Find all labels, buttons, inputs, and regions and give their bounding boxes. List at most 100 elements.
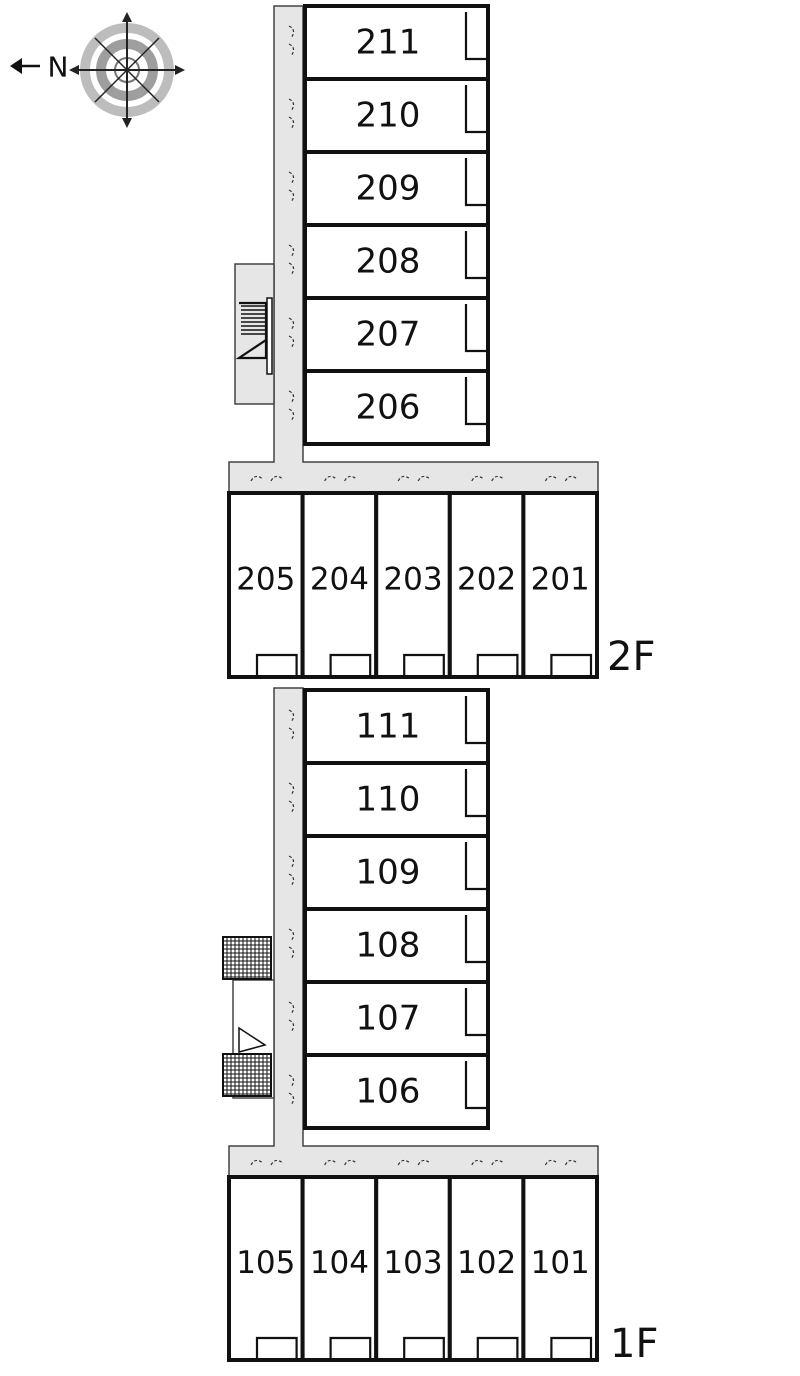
floor-1-stair-arrow	[238, 1026, 267, 1053]
unit-207[interactable]: 207	[288, 296, 490, 373]
door-icon	[250, 475, 284, 482]
compass-rose	[69, 12, 185, 128]
unit-205[interactable]: 205	[227, 475, 305, 679]
door-icon	[471, 1159, 505, 1166]
unit-number: 211	[356, 23, 421, 63]
door-icon	[288, 317, 295, 349]
unit-109[interactable]: 109	[288, 834, 490, 911]
unit-110[interactable]: 110	[288, 761, 490, 838]
balcony-box	[255, 1336, 298, 1360]
door-icon	[471, 475, 505, 482]
balcony-box	[403, 653, 445, 677]
door-icon	[288, 1074, 295, 1106]
unit-201[interactable]: 201	[521, 475, 600, 679]
floor-2-staircase	[235, 297, 273, 375]
unit-number: 102	[457, 1245, 516, 1281]
unit-number: 108	[356, 926, 421, 966]
door-icon	[250, 1159, 284, 1166]
unit-number: 105	[236, 1245, 295, 1281]
door-icon	[288, 171, 295, 203]
unit-number: 209	[356, 169, 421, 209]
door-icon	[397, 1159, 431, 1166]
balcony-notch	[464, 988, 488, 1037]
floor-2-plan: 211 210 209 208 207 206 205 204 203 202 201 2F	[227, 4, 655, 680]
balcony-box	[550, 1336, 593, 1360]
door-icon	[288, 390, 295, 422]
balcony-box	[255, 653, 298, 677]
unit-210[interactable]: 210	[288, 77, 490, 154]
floor-2-label: 2F	[607, 634, 655, 680]
balcony-box	[329, 653, 372, 677]
unit-102[interactable]: 102	[447, 1159, 526, 1362]
unit-209[interactable]: 209	[288, 150, 490, 227]
unit-111[interactable]: 111	[288, 688, 490, 765]
door-icon	[288, 244, 295, 276]
unit-108[interactable]: 108	[288, 907, 490, 984]
door-icon	[324, 475, 357, 482]
balcony-box	[329, 1336, 372, 1360]
unit-number: 206	[356, 388, 421, 428]
unit-number: 110	[356, 780, 421, 820]
balcony-box	[476, 1336, 519, 1360]
floor-1-label: 1F	[610, 1321, 658, 1367]
door-icon	[288, 782, 295, 814]
unit-number: 202	[457, 561, 516, 597]
balcony-notch	[464, 12, 488, 61]
door-icon	[288, 709, 295, 741]
door-icon	[397, 475, 431, 482]
balcony-box	[550, 653, 593, 677]
balcony-notch	[464, 231, 488, 280]
unit-number: 106	[356, 1072, 421, 1112]
unit-number: 201	[531, 561, 590, 597]
unit-number: 101	[531, 1245, 590, 1281]
north-label: N	[48, 51, 69, 84]
unit-number: 207	[356, 315, 421, 355]
floor-1-plan: 111 110 109 108 107 106 105 104 103 102 101 1F	[222, 687, 658, 1367]
unit-203[interactable]: 203	[374, 475, 452, 679]
balcony-notch	[464, 696, 488, 745]
balcony-notch	[464, 85, 488, 134]
balcony-notch	[464, 842, 488, 891]
unit-number: 205	[236, 561, 295, 597]
balcony-notch	[464, 377, 488, 426]
unit-number: 104	[310, 1245, 369, 1281]
door-icon	[544, 1159, 578, 1166]
north-arrow: N	[10, 51, 68, 84]
unit-106[interactable]: 106	[288, 1053, 490, 1130]
balcony-notch	[464, 769, 488, 818]
door-icon	[288, 928, 295, 960]
floor-1-grating-lower	[222, 1053, 272, 1097]
balcony-notch	[464, 1061, 488, 1110]
unit-208[interactable]: 208	[288, 223, 490, 300]
unit-104[interactable]: 104	[300, 1159, 379, 1362]
unit-number: 203	[383, 561, 442, 597]
unit-107[interactable]: 107	[288, 980, 490, 1057]
balcony-notch	[464, 158, 488, 207]
unit-number: 208	[356, 242, 421, 282]
door-icon	[288, 855, 295, 887]
balcony-box	[403, 1336, 445, 1360]
unit-number: 109	[356, 853, 421, 893]
unit-101[interactable]: 101	[521, 1159, 600, 1362]
unit-number: 210	[356, 96, 421, 136]
door-icon	[324, 1159, 357, 1166]
unit-number: 111	[356, 707, 421, 747]
door-icon	[288, 1001, 295, 1033]
balcony-notch	[464, 304, 488, 353]
unit-103[interactable]: 103	[374, 1159, 452, 1362]
floor-1-grating-upper	[222, 936, 272, 980]
unit-202[interactable]: 202	[447, 475, 526, 679]
unit-number: 103	[383, 1245, 442, 1281]
unit-number: 107	[356, 999, 421, 1039]
unit-206[interactable]: 206	[288, 369, 490, 446]
unit-105[interactable]: 105	[227, 1159, 305, 1362]
unit-204[interactable]: 204	[300, 475, 379, 679]
unit-211[interactable]: 211	[288, 4, 490, 81]
balcony-notch	[464, 915, 488, 964]
door-icon	[544, 475, 578, 482]
door-icon	[288, 98, 295, 130]
door-icon	[288, 25, 295, 57]
unit-number: 204	[310, 561, 369, 597]
balcony-box	[476, 653, 519, 677]
